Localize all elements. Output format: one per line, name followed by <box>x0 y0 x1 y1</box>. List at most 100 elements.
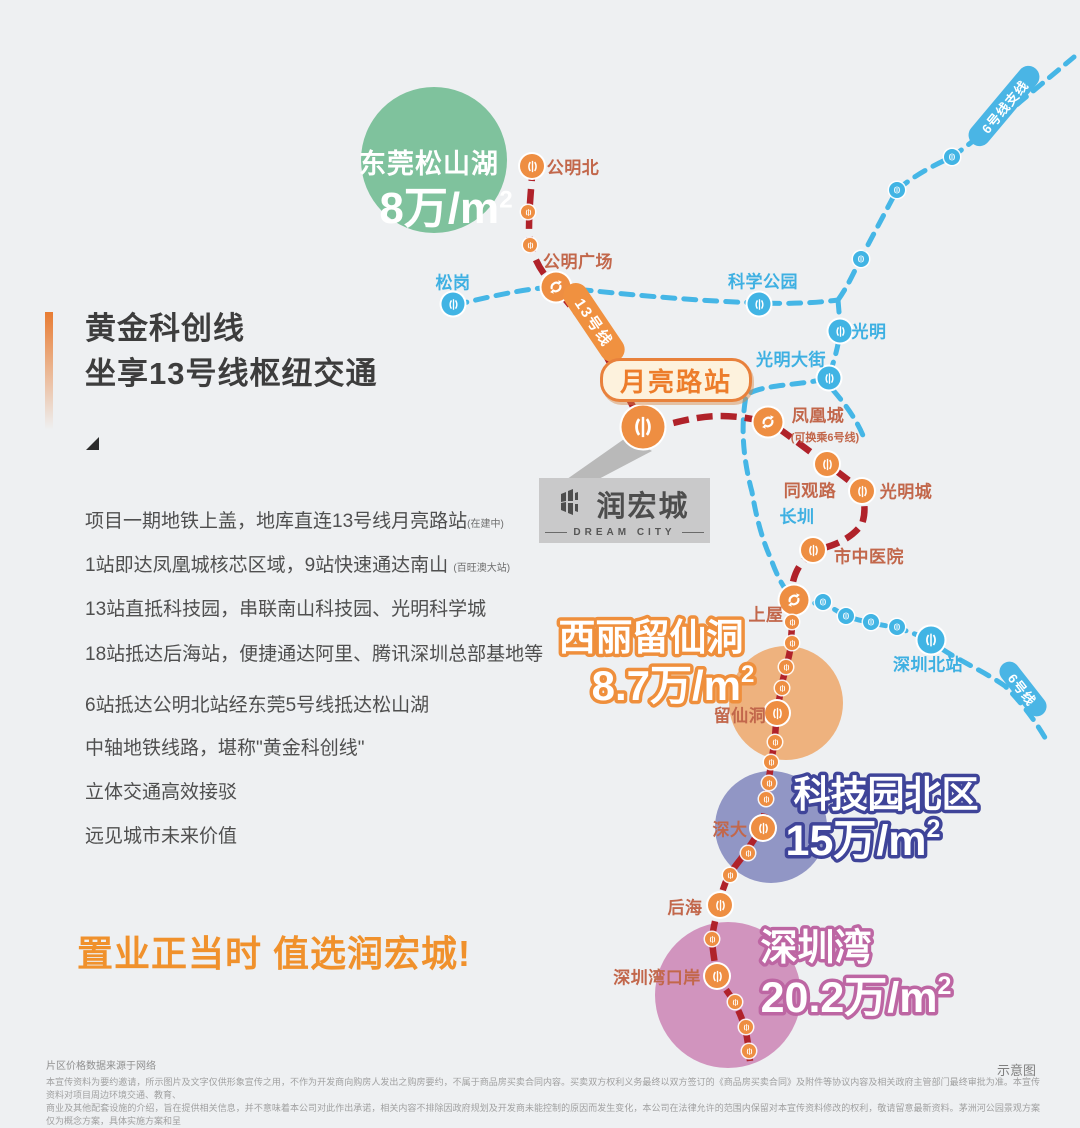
bubble-songshanhu <box>361 87 507 233</box>
station-sublabel-凤凰城: (可换乘6号线) <box>790 432 860 444</box>
station-光明城 <box>850 479 874 503</box>
headline: 黄金科创线 坐享13号线枢纽交通 <box>85 306 377 396</box>
station-dot-29 <box>723 868 737 882</box>
station-label-公明北: 公明北 <box>546 158 600 178</box>
station-松岗 <box>441 292 465 316</box>
station-科学公园 <box>747 292 771 316</box>
bullet-5: 6站抵达公明北站经东莞5号线抵达松山湖 <box>85 695 430 716</box>
svg-text:西丽留仙洞: 西丽留仙洞 <box>559 617 744 658</box>
headline-line1: 黄金科创线 <box>85 311 245 346</box>
line6-guangmingdajie-stub <box>830 387 867 441</box>
logo-name: 润宏城 <box>596 491 690 523</box>
station-深圳湾口岸 <box>705 964 729 988</box>
bullet-3: 13站直抵科技园，串联南山科技园、光明科学城 <box>85 599 487 620</box>
headline-line2: 坐享13号线枢纽交通 <box>85 356 378 391</box>
line13-north <box>525 164 556 287</box>
station-label-光明: 光明 <box>851 322 887 342</box>
station-label-后海: 后海 <box>667 898 703 918</box>
songshanhu-area-label: 东莞松山湖 <box>359 149 499 179</box>
triangle-marker-icon <box>86 437 99 455</box>
price-source-note: 片区价格数据来源于网络 <box>46 1061 156 1072</box>
station-dot-9 <box>889 182 905 198</box>
logo-mark-icon <box>559 488 589 520</box>
station-label-光明大街: 光明大街 <box>756 350 826 370</box>
bullet-2: 1站即达凤凰城核芯区域，9站快速通达南山 (百旺澳大站) <box>85 555 511 576</box>
yueliangelu-station-pill: 月亮路站 <box>600 358 752 402</box>
svg-text:20.2万/m2: 20.2万/m2 <box>761 972 952 1022</box>
bullet-8: 远见城市未来价值 <box>85 826 238 847</box>
keji-park-price-text: 科技园北区 15万/m2 <box>782 771 982 869</box>
station-公明北 <box>520 154 544 178</box>
station-dot-21 <box>775 681 789 695</box>
bullet-7: 立体交通高效接驳 <box>85 782 238 803</box>
station-dot-25 <box>762 776 776 790</box>
station-dot-33 <box>728 995 742 1009</box>
svg-text:8.7万/m2: 8.7万/m2 <box>592 661 755 709</box>
slogan: 置业正当时 值选润宏城! <box>77 933 471 974</box>
line6-main <box>452 284 841 308</box>
bullet-4: 18站抵达后海站，便捷通达阿里、腾讯深圳总部基地等 <box>85 644 544 665</box>
station-label-科学公园: 科学公园 <box>728 272 798 292</box>
station-光明 <box>828 319 852 343</box>
station-label-长圳: 长圳 <box>779 507 815 527</box>
station-label-光明城: 光明城 <box>879 482 933 502</box>
station-label-深大: 深大 <box>712 820 748 840</box>
station-上屋 <box>779 585 809 615</box>
station-市中医院 <box>801 538 825 562</box>
station-dot-18 <box>785 615 799 629</box>
station-dot-38 <box>863 614 879 630</box>
line6-branch-up <box>835 54 1077 303</box>
disclaimer-line1: 本宣传资料为要约邀请，所示图片及文字仅供形象宣传之用，不作为开发商向购房人发出之… <box>46 1077 1040 1100</box>
svg-text:深圳湾: 深圳湾 <box>761 926 872 968</box>
station-label-深圳湾口岸: 深圳湾口岸 <box>613 968 701 988</box>
station-后海 <box>708 893 732 917</box>
station-label-深圳北站: 深圳北站 <box>893 655 963 675</box>
bullet-6: 中轴地铁线路，堪称"黄金科创线" <box>85 738 365 759</box>
bullet-1: 项目一期地铁上盖，地库直连13号线月亮路站(在建中) <box>85 511 504 532</box>
project-logo: 润宏城 DREAM CITY <box>539 478 710 543</box>
station-dot-19 <box>785 636 799 650</box>
station-深圳北站 <box>917 626 945 654</box>
station-dot-10 <box>944 149 960 165</box>
station-留仙洞 <box>765 701 789 725</box>
station-label-凤凰城: 凤凰城 <box>791 406 845 426</box>
station-深大 <box>751 816 775 840</box>
station-dot-34 <box>739 1020 753 1034</box>
logo-rule-left <box>545 532 568 533</box>
station-凤凰城 <box>753 407 783 437</box>
station-label-公明广场: 公明广场 <box>543 252 613 272</box>
station-label-上屋: 上屋 <box>748 605 784 625</box>
accent-bar <box>45 312 53 430</box>
station-dot-24 <box>764 755 778 769</box>
station-同观路 <box>815 452 839 476</box>
station-dot-26 <box>759 792 773 806</box>
logo-rule-right <box>681 532 704 533</box>
station-label-同观路: 同观路 <box>783 481 837 501</box>
liuxiandong-price-text: 西丽留仙洞 8.7万/m2 <box>555 614 758 713</box>
line6-southeast <box>939 646 1051 746</box>
station-dot-28 <box>741 846 755 860</box>
station-dot-23 <box>768 735 782 749</box>
songshanhu-price: 8万/m2 <box>379 184 513 233</box>
station-label-市中医院: 市中医院 <box>834 547 904 567</box>
disclaimer-line2: 商业及其他配套设施的介绍，旨在提供相关信息，并不意味着本公司对此作出承诺，相关内… <box>46 1103 1040 1126</box>
station-dot-1 <box>521 205 535 219</box>
station-dot-20 <box>779 660 793 674</box>
station-label-松岗: 松岗 <box>435 273 471 293</box>
station-dot-39 <box>889 619 905 635</box>
station-dot-37 <box>838 608 854 624</box>
line13-yueliang-fenghuang <box>649 412 758 433</box>
svg-text:科技园北区: 科技园北区 <box>794 774 979 815</box>
station-dot-2 <box>523 238 537 252</box>
shenzhen-bay-price-text: 深圳湾 20.2万/m2 <box>757 923 955 1026</box>
station-dot-31 <box>705 932 719 946</box>
station-dot-35 <box>742 1044 756 1058</box>
station-label-留仙洞: 留仙洞 <box>713 706 767 726</box>
schematic-note: 示意图 <box>996 1063 1036 1078</box>
station-dot-8 <box>853 251 869 267</box>
logo-subtitle: DREAM CITY <box>545 527 704 538</box>
station-光明大街 <box>817 366 841 390</box>
disclaimer: 本宣传资料为要约邀请，所示图片及文字仅供形象宣传之用，不作为开发商向购房人发出之… <box>46 1076 1040 1128</box>
svg-text:15万/m2: 15万/m2 <box>786 815 941 865</box>
